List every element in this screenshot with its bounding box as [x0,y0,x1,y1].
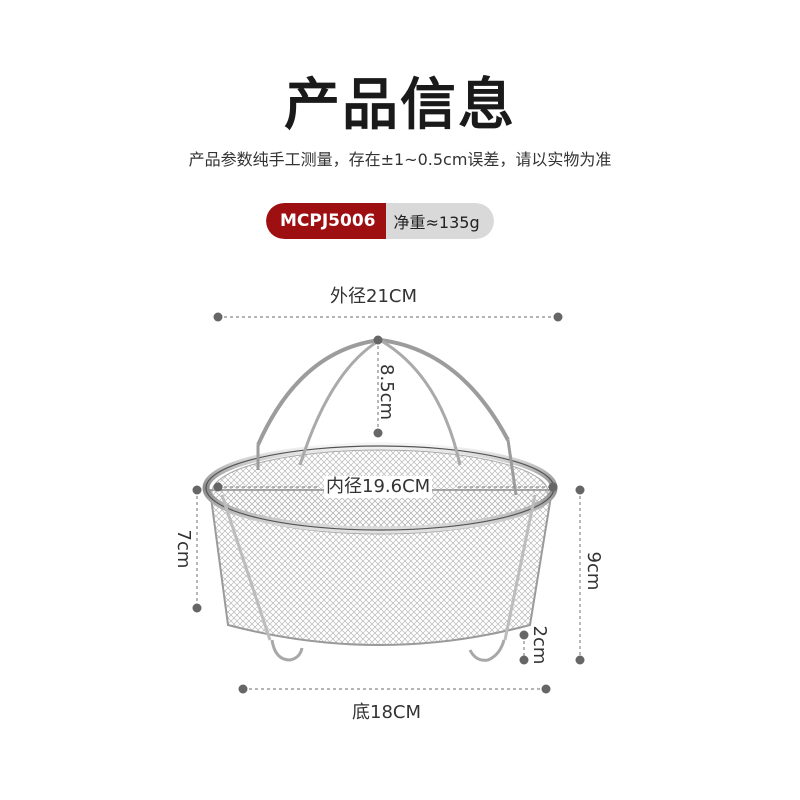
model-number: MCPJ5006 [266,203,386,239]
page-title: 产品信息 [284,73,516,138]
measurement-disclaimer: 产品参数纯手工测量，存在±1~0.5cm误差，请以实物为准 [188,150,612,169]
handle-height-label: 8.5cm [376,364,397,421]
net-weight: 净重≈135g [385,203,494,239]
measurement-lines [192,312,585,694]
outer-diameter-label: 外径21CM [330,286,418,307]
total-height-label: 9cm [583,551,604,591]
base-diameter-label: 底18CM [352,702,422,723]
model-badge: MCPJ5006 净重≈135g [266,203,494,239]
body-height-label: 7cm [173,529,194,569]
inner-diameter-label: 内径19.6CM [324,476,433,498]
foot-height-label: 2cm [529,625,550,665]
